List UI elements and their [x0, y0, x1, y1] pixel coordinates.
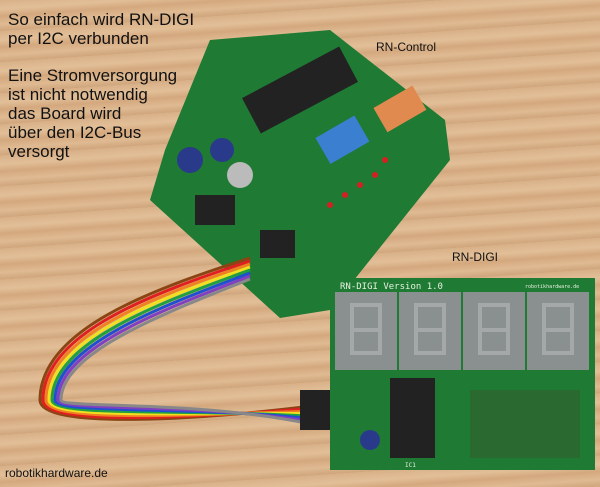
orange-switch: [373, 85, 427, 133]
prototype-area: [470, 390, 580, 458]
caption-body: Eine Stromversorgung ist nicht notwendig…: [8, 66, 178, 161]
digi-silk-site: robotikhardware.de: [525, 284, 579, 290]
capacitor: [177, 147, 203, 173]
caption-heading: So einfach wird RN-DIGI per I2C verbunde…: [8, 10, 195, 48]
ic-chip: [390, 378, 435, 458]
rn-digi-label: RN-DIGI: [452, 250, 498, 264]
ribbon-cable: [38, 256, 321, 428]
ic-label: IC1: [405, 462, 416, 469]
digi-silk-title: RN-DIGI Version 1.0: [340, 282, 443, 292]
rn-control-label: RN-Control: [376, 40, 437, 54]
buzzer: [227, 162, 253, 188]
rn-digi-board: RN-DIGI Version 1.0 robotikhardware.de I…: [330, 278, 595, 470]
website-label: robotikhardware.de: [5, 466, 108, 480]
microcontroller-chip: [242, 46, 358, 134]
dip-switch: [315, 115, 370, 164]
rn-control-board: [150, 30, 450, 318]
